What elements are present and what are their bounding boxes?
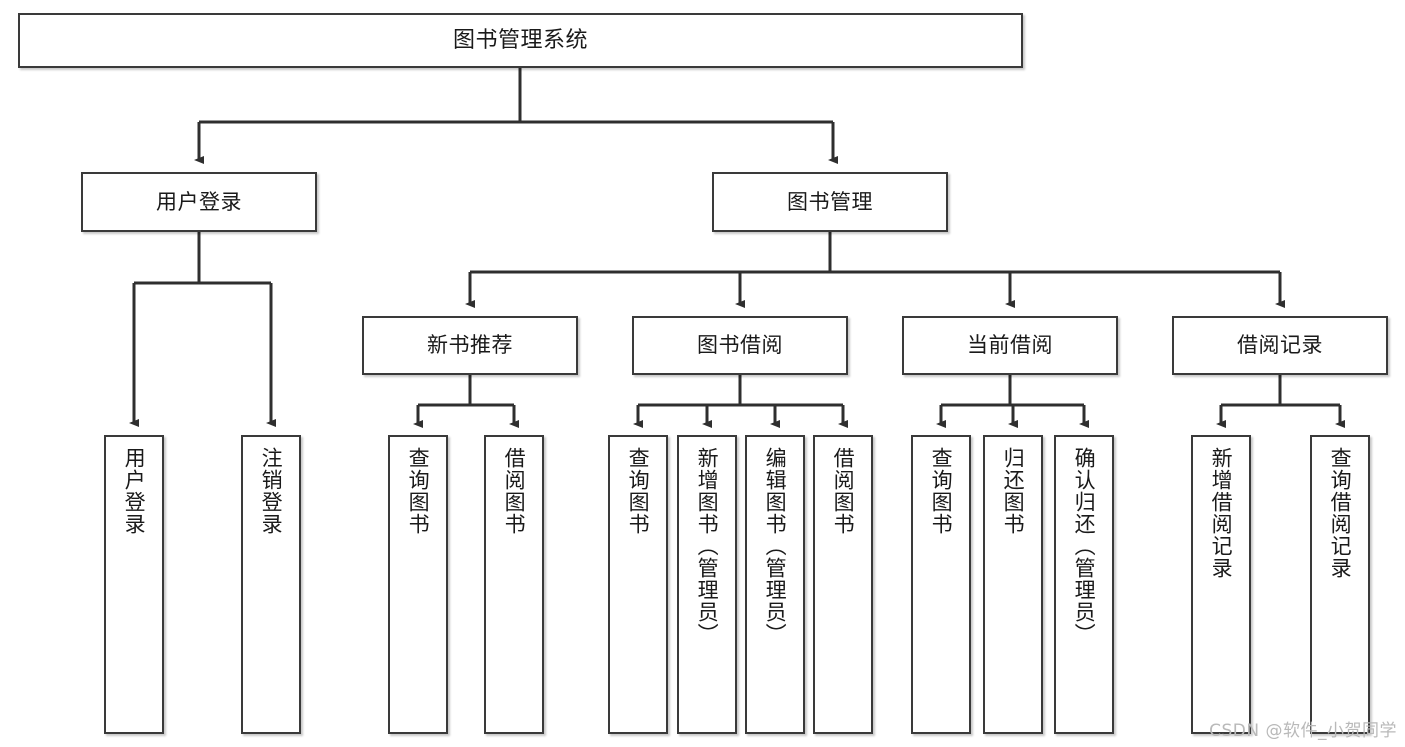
node-leaf-return-book[interactable]: 归还图书 [983,435,1043,734]
node-new-book-recommend[interactable]: 新书推荐 [362,316,578,375]
node-root-label: 图书管理系统 [452,27,588,53]
node-leaf-edit-book-label: 编辑图书（管理员） [763,447,788,645]
node-leaf-query-book-1-label: 查询图书 [406,447,431,535]
node-user-login[interactable]: 用户登录 [81,172,317,232]
node-leaf-user-logout[interactable]: 注销登录 [241,435,301,734]
node-book-borrow-label: 图书借阅 [697,333,783,358]
node-leaf-query-book-2[interactable]: 查询图书 [608,435,668,734]
node-book-borrow[interactable]: 图书借阅 [632,316,848,375]
node-borrow-record[interactable]: 借阅记录 [1172,316,1388,375]
node-borrow-record-label: 借阅记录 [1237,333,1323,358]
node-leaf-confirm-return-label: 确认归还（管理员） [1072,447,1097,645]
node-leaf-query-book-3[interactable]: 查询图书 [911,435,971,734]
node-leaf-add-record-label: 新增借阅记录 [1209,447,1234,579]
node-leaf-borrow-book-2-label: 借阅图书 [831,447,856,535]
node-book-manage[interactable]: 图书管理 [712,172,948,232]
node-leaf-edit-book[interactable]: 编辑图书（管理员） [745,435,805,734]
node-leaf-user-logout-label: 注销登录 [259,447,284,535]
node-leaf-query-book-3-label: 查询图书 [929,447,954,535]
node-book-manage-label: 图书管理 [787,189,873,214]
node-leaf-add-book-label: 新增图书（管理员） [695,447,720,645]
node-leaf-add-record[interactable]: 新增借阅记录 [1191,435,1251,734]
node-leaf-borrow-book-1[interactable]: 借阅图书 [484,435,544,734]
node-leaf-user-login[interactable]: 用户登录 [104,435,164,734]
node-current-borrow-label: 当前借阅 [967,333,1053,358]
node-new-book-recommend-label: 新书推荐 [427,333,513,358]
watermark: CSDN @软件_小贺同学 [1209,721,1397,741]
node-leaf-return-book-label: 归还图书 [1001,447,1026,535]
node-current-borrow[interactable]: 当前借阅 [902,316,1118,375]
node-leaf-borrow-book-2[interactable]: 借阅图书 [813,435,873,734]
node-leaf-query-book-2-label: 查询图书 [626,447,651,535]
node-root[interactable]: 图书管理系统 [18,13,1023,68]
node-leaf-user-login-label: 用户登录 [122,447,147,535]
node-user-login-label: 用户登录 [156,189,242,214]
node-leaf-confirm-return[interactable]: 确认归还（管理员） [1054,435,1114,734]
node-leaf-query-record-label: 查询借阅记录 [1328,447,1353,579]
node-leaf-add-book[interactable]: 新增图书（管理员） [677,435,737,734]
node-leaf-query-record[interactable]: 查询借阅记录 [1310,435,1370,734]
node-leaf-query-book-1[interactable]: 查询图书 [388,435,448,734]
node-leaf-borrow-book-1-label: 借阅图书 [502,447,527,535]
